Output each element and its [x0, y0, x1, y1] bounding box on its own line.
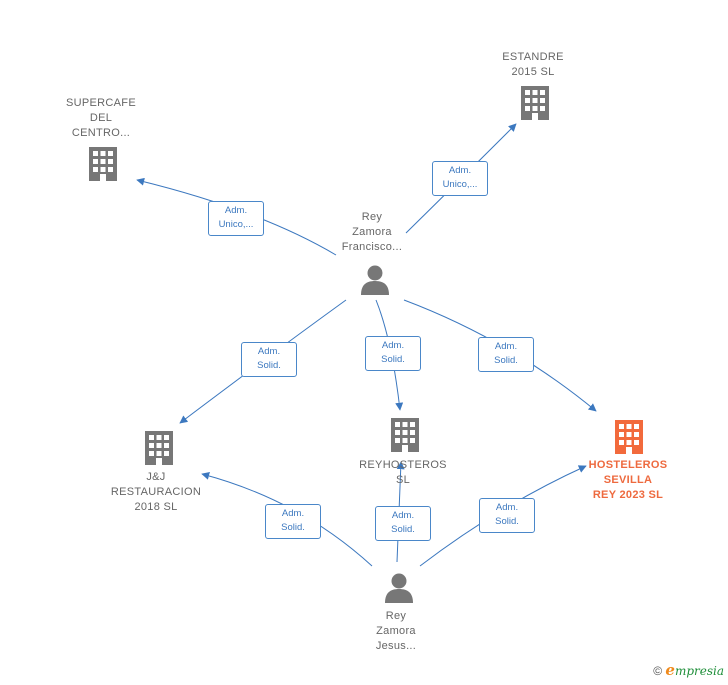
node-label-rey-jesus[interactable]: Rey Zamora Jesus...	[375, 610, 417, 652]
building-icon[interactable]	[521, 86, 549, 120]
brand-rest: mpresia	[674, 664, 724, 678]
edge-label-francisco-jj: Adm. Solid.	[241, 342, 297, 377]
edge-label-francisco-estandre: Adm. Unico,...	[432, 161, 488, 196]
node-label-jj-restauracion[interactable]: J&J RESTAURACION 2018 SL	[110, 471, 202, 513]
node-label-estandre[interactable]: ESTANDRE 2015 SL	[502, 51, 564, 78]
edge-label-jesus-jj: Adm. Solid.	[265, 504, 321, 539]
brand-initial: e	[665, 661, 675, 679]
building-icon[interactable]	[391, 418, 419, 452]
copyright-footer: © empresia	[653, 661, 724, 679]
edge-label-jesus-hosteleros: Adm. Solid.	[479, 498, 535, 533]
copyright-symbol: ©	[653, 664, 663, 678]
node-label-rey-francisco[interactable]: Rey Zamora Francisco...	[341, 211, 403, 253]
edge-label-jesus-reyhosteros: Adm. Solid.	[375, 506, 431, 541]
node-label-hosteleros[interactable]: HOSTELEROS SEVILLA REY 2023 SL	[588, 459, 668, 501]
building-icon[interactable]	[615, 420, 643, 454]
node-label-reyhosteros[interactable]: REYHOSTEROS SL	[359, 459, 447, 486]
edge-label-francisco-hosteleros: Adm. Solid.	[478, 337, 534, 372]
person-icon[interactable]	[385, 573, 413, 604]
empresia-logo[interactable]: empresia	[665, 661, 724, 679]
edge-label-francisco-reyhosteros: Adm. Solid.	[365, 336, 421, 371]
edge-label-francisco-supercafe: Adm. Unico,...	[208, 201, 264, 236]
building-icon[interactable]	[145, 431, 173, 465]
building-icon[interactable]	[89, 147, 117, 181]
person-icon[interactable]	[361, 265, 389, 296]
node-label-supercafe[interactable]: SUPERCAFE DEL CENTRO...	[66, 97, 136, 139]
